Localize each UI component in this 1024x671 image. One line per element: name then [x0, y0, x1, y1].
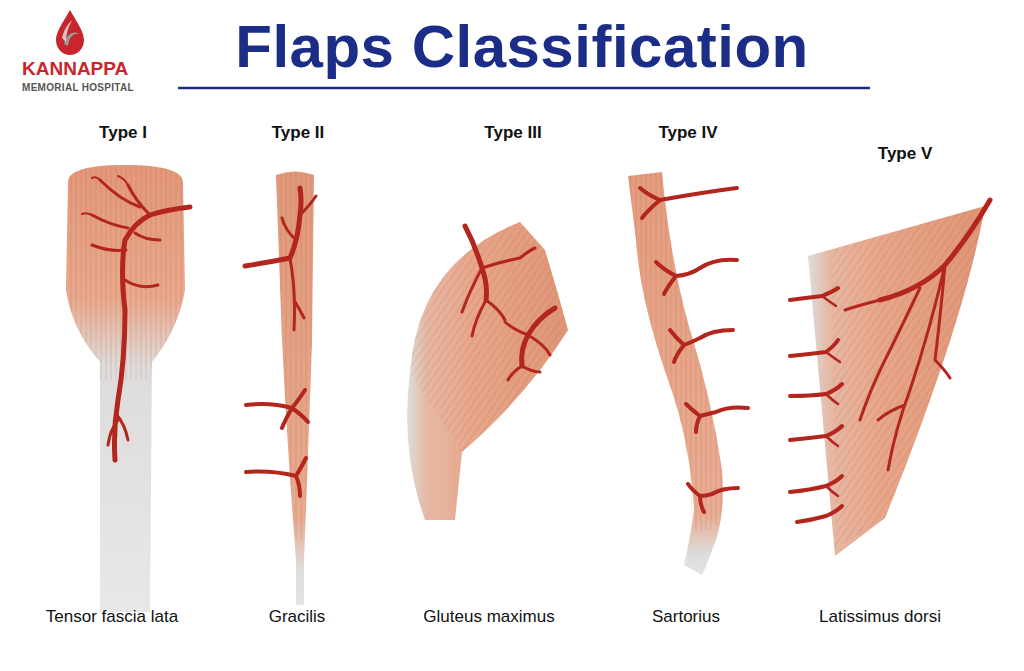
gluteus-muscle: [410, 222, 568, 452]
title-underline: [178, 87, 870, 90]
logo-icon: [56, 10, 84, 55]
muscle-name: Gluteus maximus: [423, 607, 554, 627]
gluteus-muscle: [407, 222, 568, 520]
vessel: [656, 260, 737, 294]
vessel: [245, 188, 301, 266]
vessel: [282, 196, 316, 330]
tfl-muscle: [66, 165, 185, 612]
vessel: [880, 200, 990, 300]
vessel: [82, 176, 190, 460]
muscle-name: Latissimus dorsi: [819, 607, 941, 627]
vessel: [465, 226, 487, 300]
hospital-subtitle: MEMORIAL HOSPITAL: [22, 82, 134, 94]
vessel: [688, 484, 738, 512]
hospital-name: KANNAPPA: [22, 58, 128, 80]
muscle-name: Sartorius: [652, 607, 720, 627]
vessel: [82, 176, 128, 215]
sartorius-muscle: [628, 172, 723, 575]
vessel: [845, 265, 950, 470]
diagram-title: Flaps Classification: [235, 12, 809, 81]
type-label: Type I: [99, 123, 147, 143]
vessel: [670, 330, 733, 362]
vessel: [522, 308, 555, 366]
sartorius-muscle: [628, 172, 723, 575]
vessel: [246, 390, 308, 428]
latissimus-muscle: [808, 206, 985, 556]
muscle-name: Gracilis: [269, 607, 326, 627]
type-label: Type II: [272, 123, 325, 143]
vessel: [92, 180, 160, 445]
logo-icon: [62, 20, 72, 42]
vessel: [790, 200, 990, 522]
type-label: Type IV: [658, 123, 717, 143]
gluteus-muscle: [407, 222, 568, 520]
vessel: [246, 458, 306, 496]
vessel: [114, 207, 190, 460]
latissimus-muscle: [830, 206, 985, 548]
vessel: [640, 188, 737, 218]
vessel: [686, 404, 748, 432]
vessel: [822, 296, 840, 496]
gracilis-muscle: [276, 172, 314, 541]
sartorius-muscle: [628, 172, 723, 530]
vessel: [505, 322, 550, 380]
vessel: [790, 288, 842, 522]
logo-icon: [56, 10, 84, 55]
vessel: [462, 226, 555, 380]
type-label: Type III: [484, 123, 541, 143]
latissimus-muscle: [808, 206, 985, 556]
muscle-name: Tensor fascia lata: [46, 607, 178, 627]
vessel: [462, 248, 535, 336]
type-label: Type V: [878, 144, 932, 164]
vessel: [245, 188, 316, 496]
tfl-muscle: [66, 165, 185, 612]
vessel: [640, 188, 748, 512]
